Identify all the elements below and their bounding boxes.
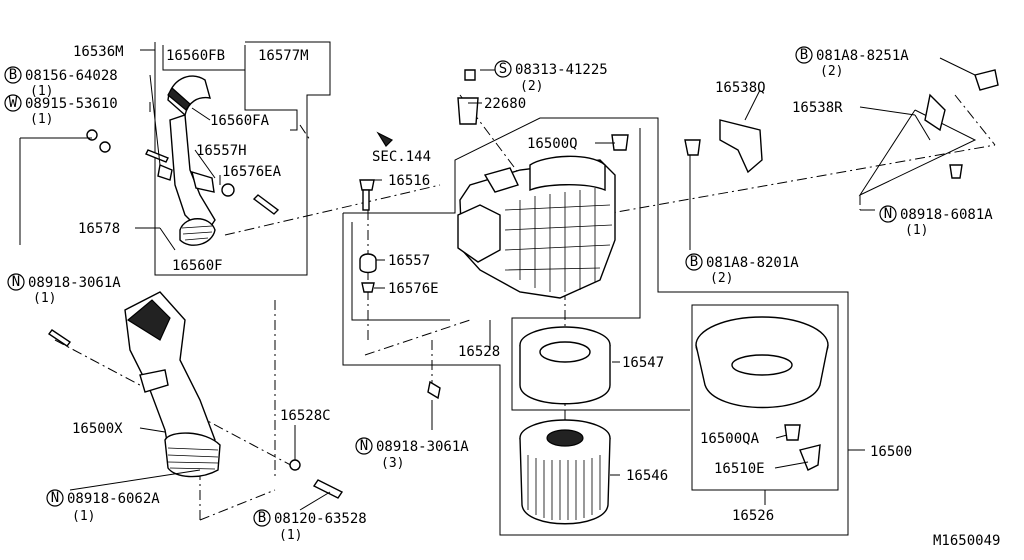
svg-text:(1): (1) [30,84,53,99]
label-16576EA: 16576EA [222,164,282,180]
svg-text:(1): (1) [905,223,928,238]
svg-text:(2): (2) [520,79,543,94]
frame-bracket-group [858,109,977,197]
svg-text:08915-53610: 08915-53610 [25,96,118,112]
svg-text:08156-64028: 08156-64028 [25,68,118,84]
svg-text:081A8-8201A: 081A8-8201A [706,255,799,271]
label-16547: 16547 [622,355,664,371]
svg-text:(3): (3) [381,456,404,471]
filter-ring-drawing [519,326,611,405]
svg-text:08918-6062A: 08918-6062A [67,491,160,507]
fastener-n08918-6081A: N 08918-6081A (1) [879,205,993,238]
svg-text:N: N [51,490,59,506]
svg-text:B: B [258,510,266,526]
svg-text:08120-63528: 08120-63528 [274,511,367,527]
fastener-n08918-3061A-mid: N 08918-3061A (3) [355,437,469,471]
svg-text:(1): (1) [30,112,53,127]
svg-text:081A8-8251A: 081A8-8251A [816,48,909,64]
svg-text:08918-3061A: 08918-3061A [376,439,469,455]
label-16560FA: 16560FA [210,113,270,129]
label-16536M: 16536M [73,44,124,60]
label-16557: 16557 [388,253,430,269]
fastener-w08915: W 08915-53610 (1) [4,94,118,127]
lower-duct-drawing [124,291,221,478]
svg-text:S: S [499,61,507,77]
svg-text:08918-6081A: 08918-6081A [900,207,993,223]
svg-text:N: N [360,438,368,454]
label-16538R: 16538R [792,100,843,116]
label-16560F: 16560F [172,258,223,274]
svg-text:(2): (2) [820,64,843,79]
label-16577M: 16577M [258,48,309,64]
body-small-parts [359,69,629,293]
label-16560FB: 16560FB [166,48,225,64]
label-16526: 16526 [732,508,774,524]
fastener-n08918-3061A-left: N 08918-3061A (1) [7,273,121,306]
leader-lines [19,49,976,511]
svg-text:08918-3061A: 08918-3061A [28,275,121,291]
svg-text:08313-41225: 08313-41225 [515,62,608,78]
fastener-n08918-6062A: N 08918-6062A (1) [46,489,160,524]
label-16500Q: 16500Q [527,136,578,152]
filter-element-drawing [519,419,611,525]
fastener-b081A8-8251A: B 081A8-8251A (2) [795,46,909,79]
lower-bolts [47,329,441,499]
bracket-drawing [684,69,999,179]
fastener-b08156: B 08156-64028 (1) [4,66,118,99]
fastener-callouts: B 08156-64028 (1) W 08915-53610 (1) N 08… [4,46,993,543]
diagram-id: M1650049 [933,533,1000,549]
fastener-b08120: B 08120-63528 (1) [253,509,367,543]
svg-text:B: B [9,67,17,83]
label-16528C: 16528C [280,408,331,424]
svg-text:(1): (1) [33,291,56,306]
air-cleaner-body-drawing [457,155,616,299]
label-sec144: SEC.144 [372,149,431,165]
label-16557H: 16557H [196,143,247,159]
label-16516: 16516 [388,173,430,189]
svg-text:N: N [884,206,892,222]
svg-text:W: W [9,95,18,111]
fastener-b081A8-8201A: B 081A8-8201A (2) [685,253,799,286]
svg-text:B: B [690,254,698,270]
svg-text:(1): (1) [72,509,95,524]
label-16578: 16578 [78,221,120,237]
label-16528: 16528 [458,344,500,360]
label-16500: 16500 [870,444,912,460]
svg-text:(2): (2) [710,271,733,286]
label-22680: 22680 [484,96,526,112]
svg-text:N: N [12,274,20,290]
part-labels: 16536M 16560FB 16577M 16560FA 16557H 165… [72,44,1000,549]
label-16500X: 16500X [72,421,123,437]
svg-text:(1): (1) [279,528,302,543]
frame-air-cleaner-group [342,117,849,536]
label-16500QA: 16500QA [700,431,760,447]
label-16510E: 16510E [714,461,765,477]
frame-duct-group [154,41,331,276]
svg-text:B: B [800,47,808,63]
fastener-s08313: S 08313-41225 (2) [494,60,608,94]
cover-drawing [695,316,829,471]
upper-duct-drawing [167,75,216,246]
label-16546: 16546 [626,468,668,484]
label-16576E: 16576E [388,281,439,297]
label-16538Q: 16538Q [715,80,766,96]
